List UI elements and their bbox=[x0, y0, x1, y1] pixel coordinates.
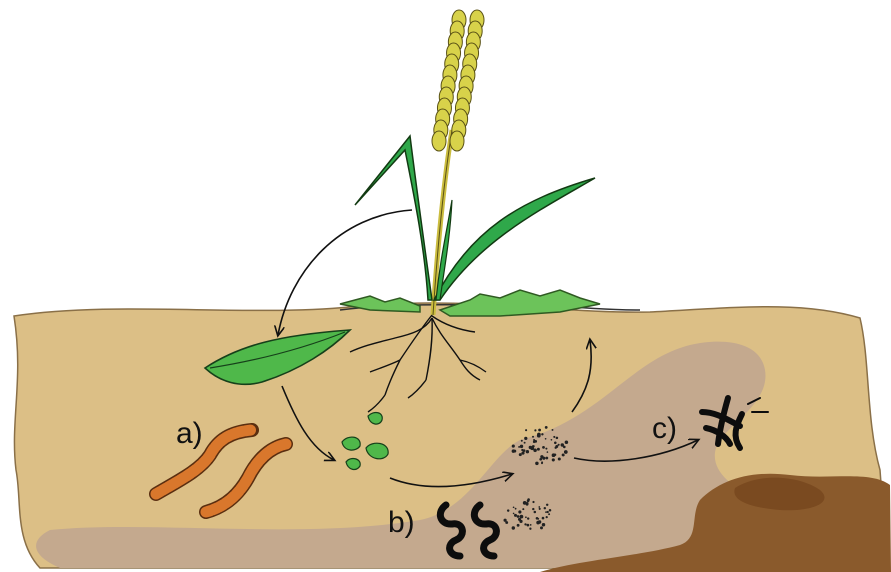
particle-dot bbox=[556, 437, 559, 440]
wheat-leaf-left bbox=[355, 136, 432, 300]
particle-dot bbox=[520, 515, 524, 519]
particle-dot bbox=[538, 429, 541, 432]
particle-dot bbox=[518, 510, 521, 513]
particle-dot bbox=[547, 511, 549, 513]
particle-dot bbox=[532, 436, 534, 438]
particle-dot bbox=[542, 446, 545, 449]
particle-dot bbox=[537, 448, 540, 451]
particle-dot bbox=[551, 439, 553, 441]
particle-dot bbox=[527, 524, 530, 527]
particle-dot bbox=[546, 504, 548, 506]
label-c: c) bbox=[652, 412, 677, 445]
particle-dot bbox=[529, 528, 531, 530]
particle-dot bbox=[512, 445, 515, 448]
particle-dot bbox=[522, 508, 524, 510]
particle-dot bbox=[538, 506, 540, 508]
particle-dot bbox=[542, 523, 545, 526]
particle-dot bbox=[524, 437, 527, 440]
particle-dot bbox=[541, 462, 543, 464]
particle-dot bbox=[545, 448, 547, 450]
particle-dot bbox=[542, 517, 545, 520]
particle-dot bbox=[565, 440, 569, 444]
particle-dot bbox=[554, 442, 557, 445]
wheat-grain bbox=[450, 131, 464, 151]
particle-dot bbox=[512, 526, 515, 529]
soil-body bbox=[14, 303, 891, 572]
particle-dot bbox=[521, 452, 524, 455]
particle-dot bbox=[554, 454, 557, 457]
particle-dot bbox=[540, 526, 543, 529]
particle-dot bbox=[544, 507, 546, 509]
particle-dot bbox=[535, 462, 538, 465]
particle-dot bbox=[537, 433, 541, 437]
particle-dot bbox=[548, 513, 550, 515]
label-b: b) bbox=[388, 506, 415, 539]
particle-dot bbox=[520, 445, 523, 448]
particle-dot bbox=[527, 517, 529, 519]
particle-dot bbox=[527, 498, 530, 501]
particle-dot bbox=[555, 445, 558, 448]
particle-dot bbox=[505, 521, 508, 524]
particle-dot bbox=[532, 508, 534, 510]
particle-dot bbox=[552, 458, 555, 461]
particle-dot bbox=[519, 453, 522, 456]
wheat-plant-icon bbox=[355, 10, 595, 315]
particle-dot bbox=[561, 443, 564, 446]
particle-dot bbox=[532, 501, 534, 503]
particle-dot bbox=[549, 509, 552, 512]
particle-dot bbox=[518, 446, 520, 448]
particle-dot bbox=[529, 446, 532, 449]
wheat-leaf-right bbox=[434, 178, 595, 300]
particle-dot bbox=[519, 520, 522, 523]
wheat-ear bbox=[432, 10, 484, 151]
particle-dot bbox=[545, 438, 547, 440]
particle-dot bbox=[513, 513, 515, 515]
particle-dot bbox=[536, 521, 540, 525]
particle-dot bbox=[517, 524, 520, 527]
particle-dot bbox=[546, 516, 548, 518]
particle-dot bbox=[517, 515, 520, 518]
particle-dot bbox=[521, 440, 523, 442]
particle-dot bbox=[526, 450, 529, 453]
particle-dot bbox=[534, 511, 537, 514]
wheat-grain bbox=[432, 131, 446, 151]
particle-dot bbox=[558, 457, 561, 460]
particle-dot bbox=[530, 524, 532, 526]
particle-dot bbox=[526, 502, 529, 505]
particle-dot bbox=[540, 455, 543, 458]
particle-dot bbox=[545, 457, 548, 460]
particle-dot bbox=[563, 454, 565, 456]
particle-dot bbox=[537, 518, 539, 520]
particle-dot bbox=[547, 451, 549, 453]
particle-dot bbox=[553, 436, 555, 438]
particle-dot bbox=[507, 509, 509, 511]
particle-dot bbox=[515, 508, 517, 510]
particle-dot bbox=[539, 508, 541, 510]
particle-dot bbox=[545, 426, 548, 429]
particle-dot bbox=[513, 506, 515, 508]
particle-dot bbox=[533, 449, 537, 453]
particle-dot bbox=[533, 441, 535, 443]
particle-dot bbox=[512, 449, 516, 453]
label-a: a) bbox=[176, 417, 203, 450]
particle-dot bbox=[514, 514, 517, 517]
particle-dot bbox=[552, 429, 554, 431]
particle-dot bbox=[525, 429, 527, 431]
particle-dot bbox=[532, 445, 534, 447]
particle-dot bbox=[524, 442, 526, 444]
particle-dot bbox=[534, 429, 536, 431]
particle-dot bbox=[524, 523, 526, 525]
particle-dot bbox=[525, 516, 527, 518]
particle-dot bbox=[564, 450, 568, 454]
particle-dot bbox=[541, 433, 543, 435]
